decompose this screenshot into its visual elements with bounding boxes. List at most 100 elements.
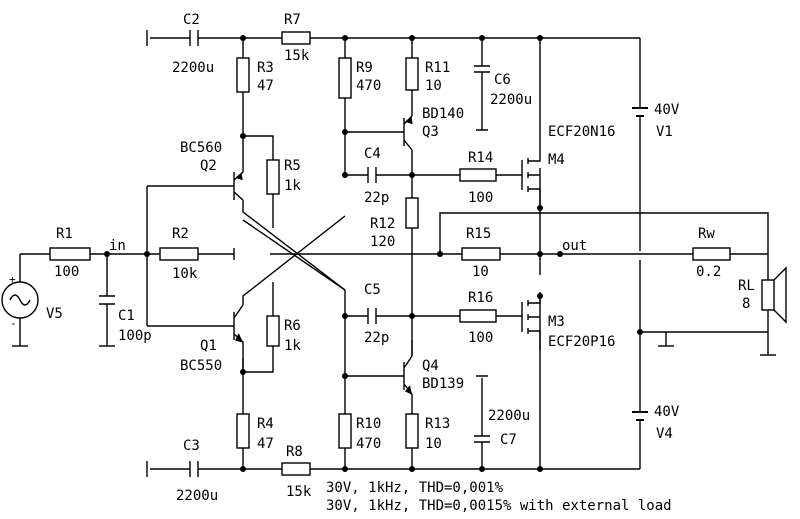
r9-ref: R9 [356,60,373,76]
r16-body [459,309,497,323]
net-out: out [562,238,587,254]
junction-dots [104,35,643,472]
rw-ref: Rw [698,226,715,242]
q4-part: BD139 [422,376,464,392]
r7-value: 15k [284,48,310,64]
r9-value: 470 [356,78,381,94]
m3-part: ECF20P16 [548,334,615,350]
c4-value: 22p [364,190,389,206]
c6-ref: C6 [494,72,511,88]
c1-ref: C1 [118,308,135,324]
battery-symbols [632,107,648,421]
m3-ref: M3 [548,314,565,330]
net-in: in [109,238,126,254]
c4-ref: C4 [364,146,381,162]
transistor-q2 [226,150,244,201]
r13-body [405,413,419,449]
labels: C2 2200u R7 15k R3 47 R9 470 R11 10 C6 2… [46,12,755,514]
transistor-q4 [396,355,413,395]
r5-value: 1k [284,178,301,194]
r14-body [459,168,497,182]
r3-ref: R3 [257,60,274,76]
r11-value: 10 [425,78,442,94]
rw-body [692,247,731,261]
r7-ref: R7 [284,12,301,28]
q2-ref: Q2 [200,158,217,174]
q4-ref: Q4 [422,358,439,374]
r11-body [405,57,419,91]
c2-ref: C2 [183,12,200,28]
signal-source-v5: + - [1,273,39,330]
r14-ref: R14 [468,150,493,166]
r13-ref: R13 [425,416,450,432]
wires [19,30,769,477]
r4-value: 47 [257,436,274,452]
c5-ref: C5 [364,282,381,298]
r8-body [281,462,311,476]
rw-value: 0.2 [696,264,721,280]
r5-ref: R5 [284,158,301,174]
r15-body [461,247,501,261]
c3-value: 2200u [176,488,218,504]
svg-text:+: + [9,273,16,286]
r8-ref: R8 [286,444,303,460]
r4-ref: R4 [257,416,274,432]
c1-value: 100p [118,328,152,344]
c7-value: 2200u [488,408,530,424]
r4-body [236,413,250,449]
r13-value: 10 [425,436,442,452]
v1-ref: V1 [656,124,673,140]
v5-ref: V5 [46,306,63,322]
r1-value: 100 [54,264,79,280]
r1-ref: R1 [56,226,73,242]
r10-ref: R10 [356,416,381,432]
rl-value: 8 [742,296,750,312]
r3-value: 47 [257,78,274,94]
q2-part: BC560 [180,140,222,156]
r6-value: 1k [284,338,301,354]
c7-ref: C7 [500,432,517,448]
r14-value: 100 [468,190,493,206]
r12-value: 120 [370,234,395,250]
c2-value: 2200u [172,60,214,76]
v4-value: 40V [654,404,680,420]
speaker-rl [761,266,787,324]
r5-body [266,159,280,195]
capacitor-plates [99,30,490,477]
note-line-1: 30V, 1kHz, THD=0,001% [326,480,504,496]
r9-body [338,57,352,99]
transistor-q1 [226,304,244,358]
v1-value: 40V [654,102,680,118]
r6-body [266,315,280,347]
q1-part: BC550 [180,358,222,374]
r12-body [405,197,419,229]
r2-value: 10k [172,266,198,282]
r6-ref: R6 [284,318,301,334]
r10-value: 470 [356,436,381,452]
c3-ref: C3 [183,438,200,454]
r2-ref: R2 [172,226,189,242]
m4-part: ECF20N16 [548,124,615,140]
m4-ref: M4 [548,152,565,168]
note-line-2: 30V, 1kHz, THD=0,0015% with external loa… [326,498,672,514]
r16-value: 100 [468,330,493,346]
q1-ref: Q1 [200,338,217,354]
c6-value: 2200u [490,92,532,108]
transistor-q3 [396,115,413,151]
resistor-bodies [49,31,731,476]
r3-body [236,57,250,93]
rl-ref: RL [738,278,755,294]
c5-value: 22p [364,330,389,346]
ground-symbols [12,248,776,356]
r8-value: 15k [286,484,312,500]
q3-ref: Q3 [422,124,439,140]
r7-body [281,31,311,45]
mosfet-m3 [521,296,541,350]
r12-ref: R12 [370,216,395,232]
r11-ref: R11 [425,60,450,76]
r10-body [338,413,352,449]
q3-part: BD140 [422,106,464,122]
r2-body [159,247,199,261]
r16-ref: R16 [468,290,493,306]
